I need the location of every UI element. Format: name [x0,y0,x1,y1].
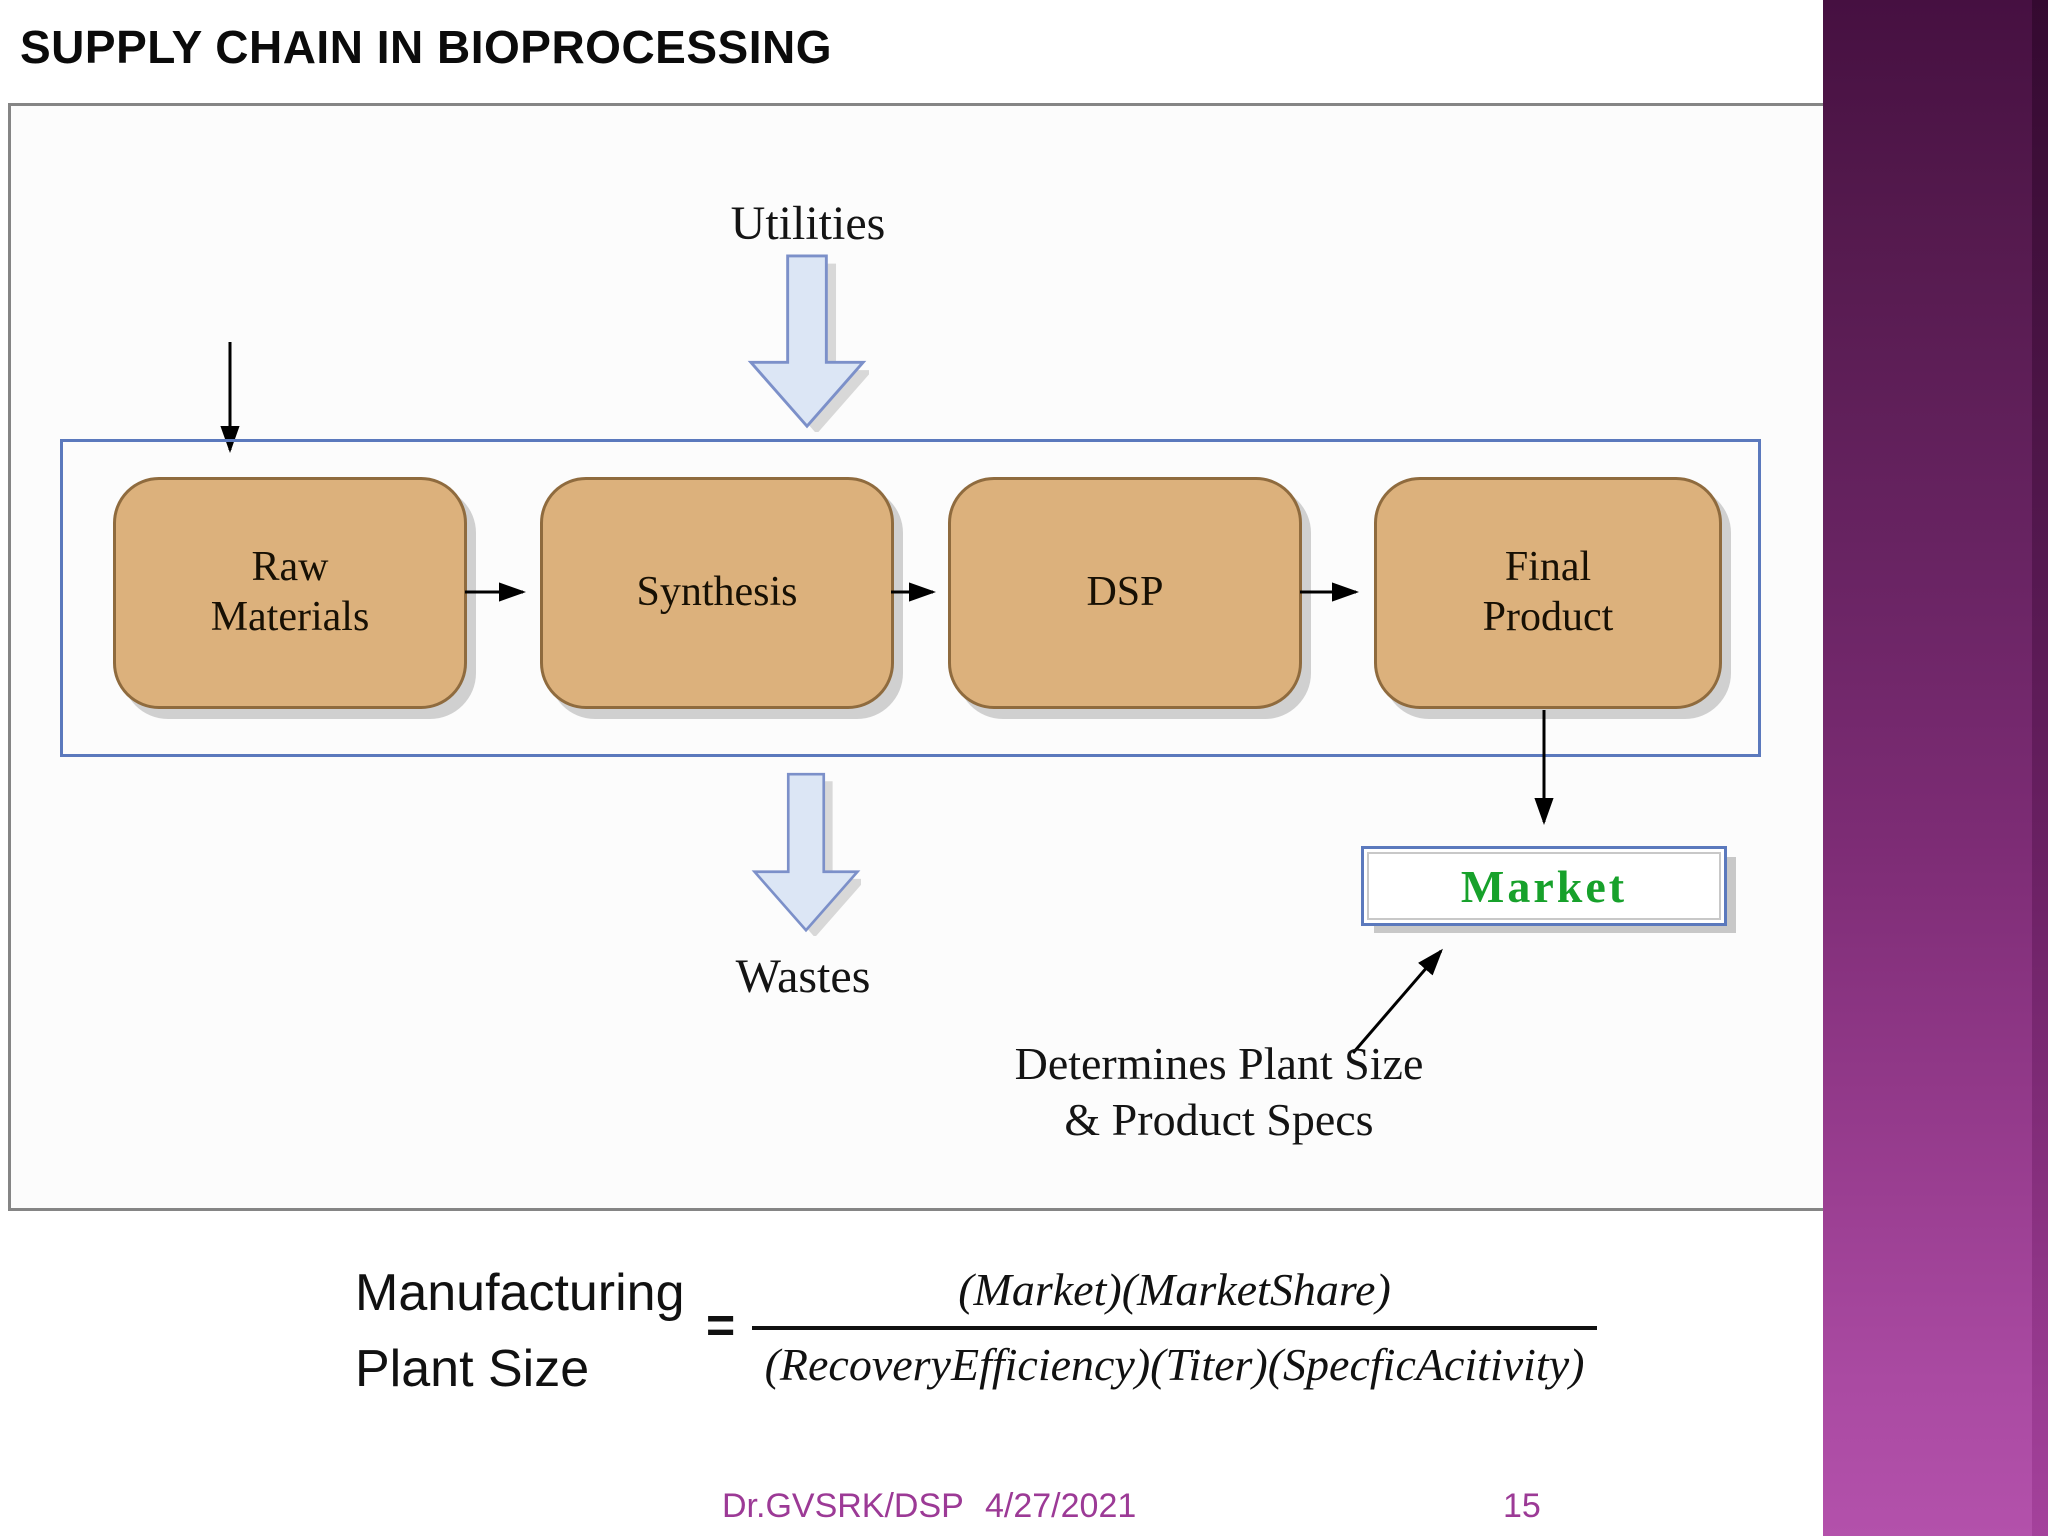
arrow-final-product-to-market [1534,710,1554,825]
process-box-final-product: Final Product [1374,477,1722,709]
arrow-synthesis-to-dsp [891,582,936,602]
arrow-dsp-to-final-product [1300,582,1359,602]
process-box-label: Raw Materials [210,544,370,640]
formula-denominator: (RecoveryEfficiency)(Titer)(SpecficAciti… [764,1339,1585,1390]
market-label: Market [1460,860,1628,912]
formula-fraction: (Market)(MarketShare) (RecoveryEfficienc… [752,1258,1597,1391]
page-title: SUPPLY CHAIN IN BIOPROCESSING [20,21,832,73]
formula-numerator: (Market)(MarketShare) [958,1264,1391,1315]
footer-date: 4/27/2021 [985,1487,1137,1525]
determines-note-line2: & Product Specs [1064,1094,1374,1146]
footer-author: Dr.GVSRK/DSP [722,1487,964,1525]
fraction-bar [752,1326,1597,1330]
wastes-block-arrow-icon [751,772,861,936]
process-box-dsp: DSP [948,477,1302,709]
process-box-raw-materials: Raw Materials [113,477,467,709]
arrow-note-to-market [1351,948,1443,1054]
formula-lhs-line1: Manufacturing [355,1264,685,1322]
formula-equals-sign: = [706,1297,736,1353]
utilities-label: Utilities [730,197,886,250]
determines-note: Determines Plant Size & Product Specs [959,1036,1479,1148]
sidebar-gradient-band [1823,0,2048,1536]
diagram-panel: Utilities Raw Materials Synthesis DSP Fi… [8,103,1826,1211]
process-flow-frame [60,439,1761,757]
market-box: Market [1361,846,1727,926]
arrow-raw-to-synthesis [465,582,526,602]
process-box-synthesis: Synthesis [540,477,894,709]
formula-lhs: Manufacturing Plant Size [355,1255,725,1407]
process-box-label: Synthesis [636,569,798,616]
determines-note-line1: Determines Plant Size [1014,1038,1424,1089]
utilities-block-arrow-icon [747,254,869,432]
wastes-label: Wastes [735,950,871,1003]
formula-lhs-line2: Plant Size [355,1340,590,1398]
input-arrow-into-raw-materials [220,342,240,453]
process-box-label: DSP [1086,569,1164,616]
footer-page-number: 15 [1503,1487,1541,1525]
process-box-label: Final Product [1482,544,1614,640]
